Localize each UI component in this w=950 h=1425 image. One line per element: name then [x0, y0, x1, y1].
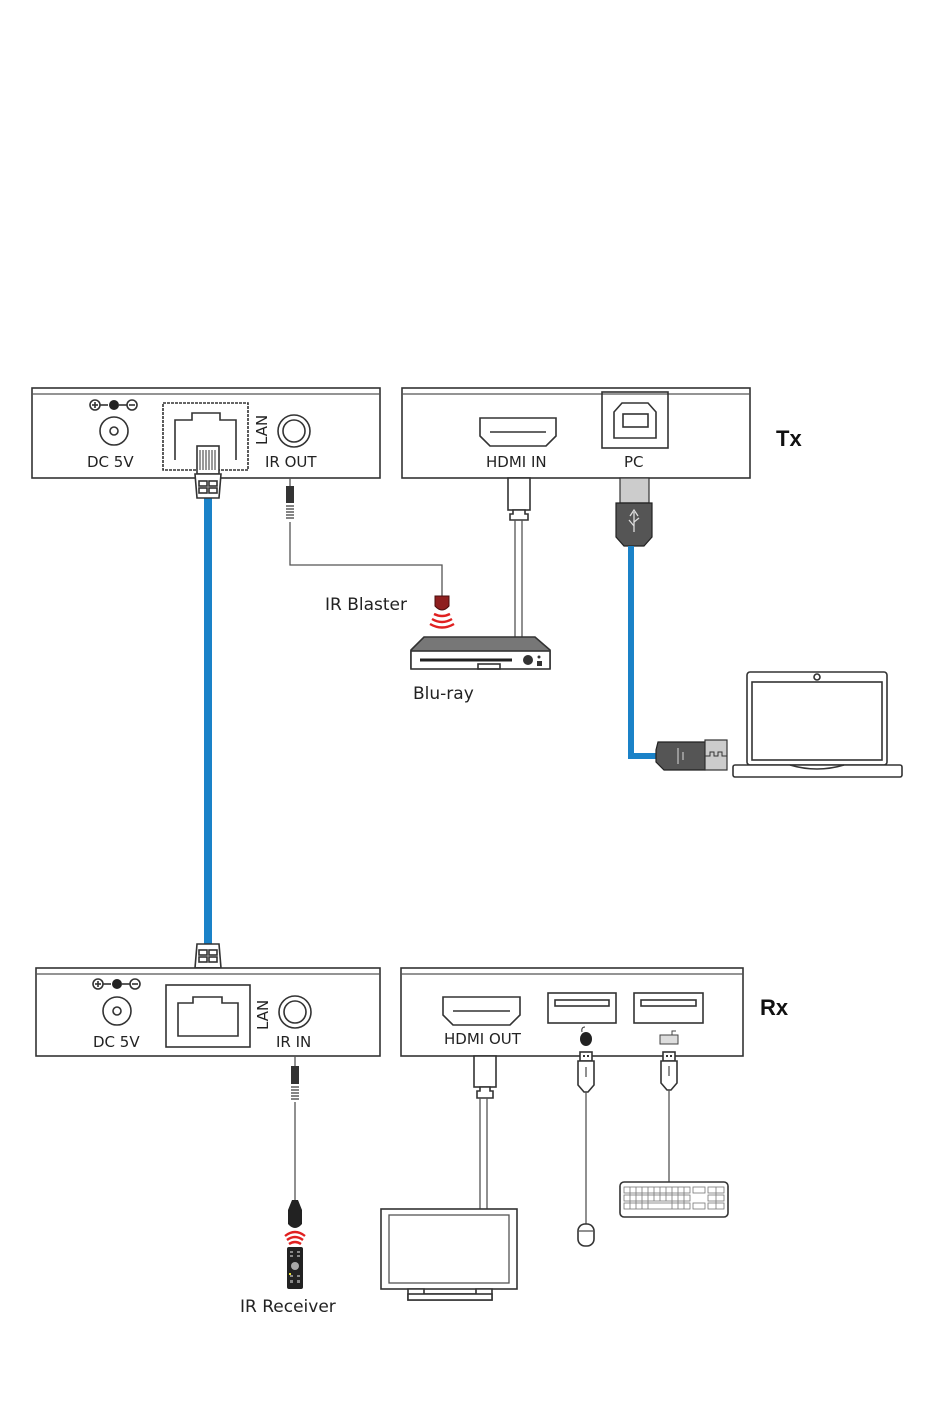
tx-hdmi-in-label: HDMI IN [486, 453, 547, 471]
ir-blaster-label: IR Blaster [325, 595, 407, 615]
keyboard-device-icon [620, 1182, 728, 1217]
tx-power-label: DC 5V [87, 453, 134, 471]
tx-pc-label: PC [624, 453, 644, 471]
rx-right-panel: HDMI OUT [401, 968, 743, 1056]
ir-blaster-icon [435, 596, 449, 610]
rj45-plug-top-icon [195, 446, 221, 498]
hdmi-cable-rx [474, 1056, 496, 1210]
bluray-label: Blu-ray [413, 684, 474, 704]
rx-ir-in-label: IR IN [276, 1033, 311, 1051]
usb-cable-mouse [578, 1052, 594, 1224]
ir-blaster-cable [286, 478, 442, 596]
ir-signal-waves-icon [430, 614, 454, 628]
tx-title: Tx [776, 426, 802, 451]
monitor-icon [381, 1209, 517, 1300]
rx-lan-label: LAN [254, 1000, 272, 1030]
rx-hdmi-out-label: HDMI OUT [444, 1030, 522, 1048]
ir-signal-waves-icon [285, 1232, 305, 1244]
rx-title: Rx [760, 995, 789, 1020]
network-cable [195, 446, 221, 998]
ir-receiver-icon [288, 1200, 302, 1228]
tx-right-panel: HDMI IN PC [402, 388, 750, 478]
remote-control-icon [287, 1247, 303, 1289]
tx-ir-out-label: IR OUT [265, 453, 317, 471]
bluray-player-icon [411, 637, 550, 669]
tx-lan-label: LAN [253, 415, 271, 445]
mouse-device-icon [578, 1224, 594, 1246]
ir-receiver-label: IR Receiver [240, 1297, 336, 1317]
laptop-icon [733, 672, 902, 777]
rx-left-panel: DC 5V LAN IR IN [36, 968, 380, 1056]
rx-power-label: DC 5V [93, 1033, 140, 1051]
ir-receiver-cable [291, 1056, 299, 1200]
usb-cable-pc [616, 478, 727, 770]
hdmi-cable-tx [508, 478, 530, 637]
usb-cable-keyboard [661, 1052, 677, 1182]
